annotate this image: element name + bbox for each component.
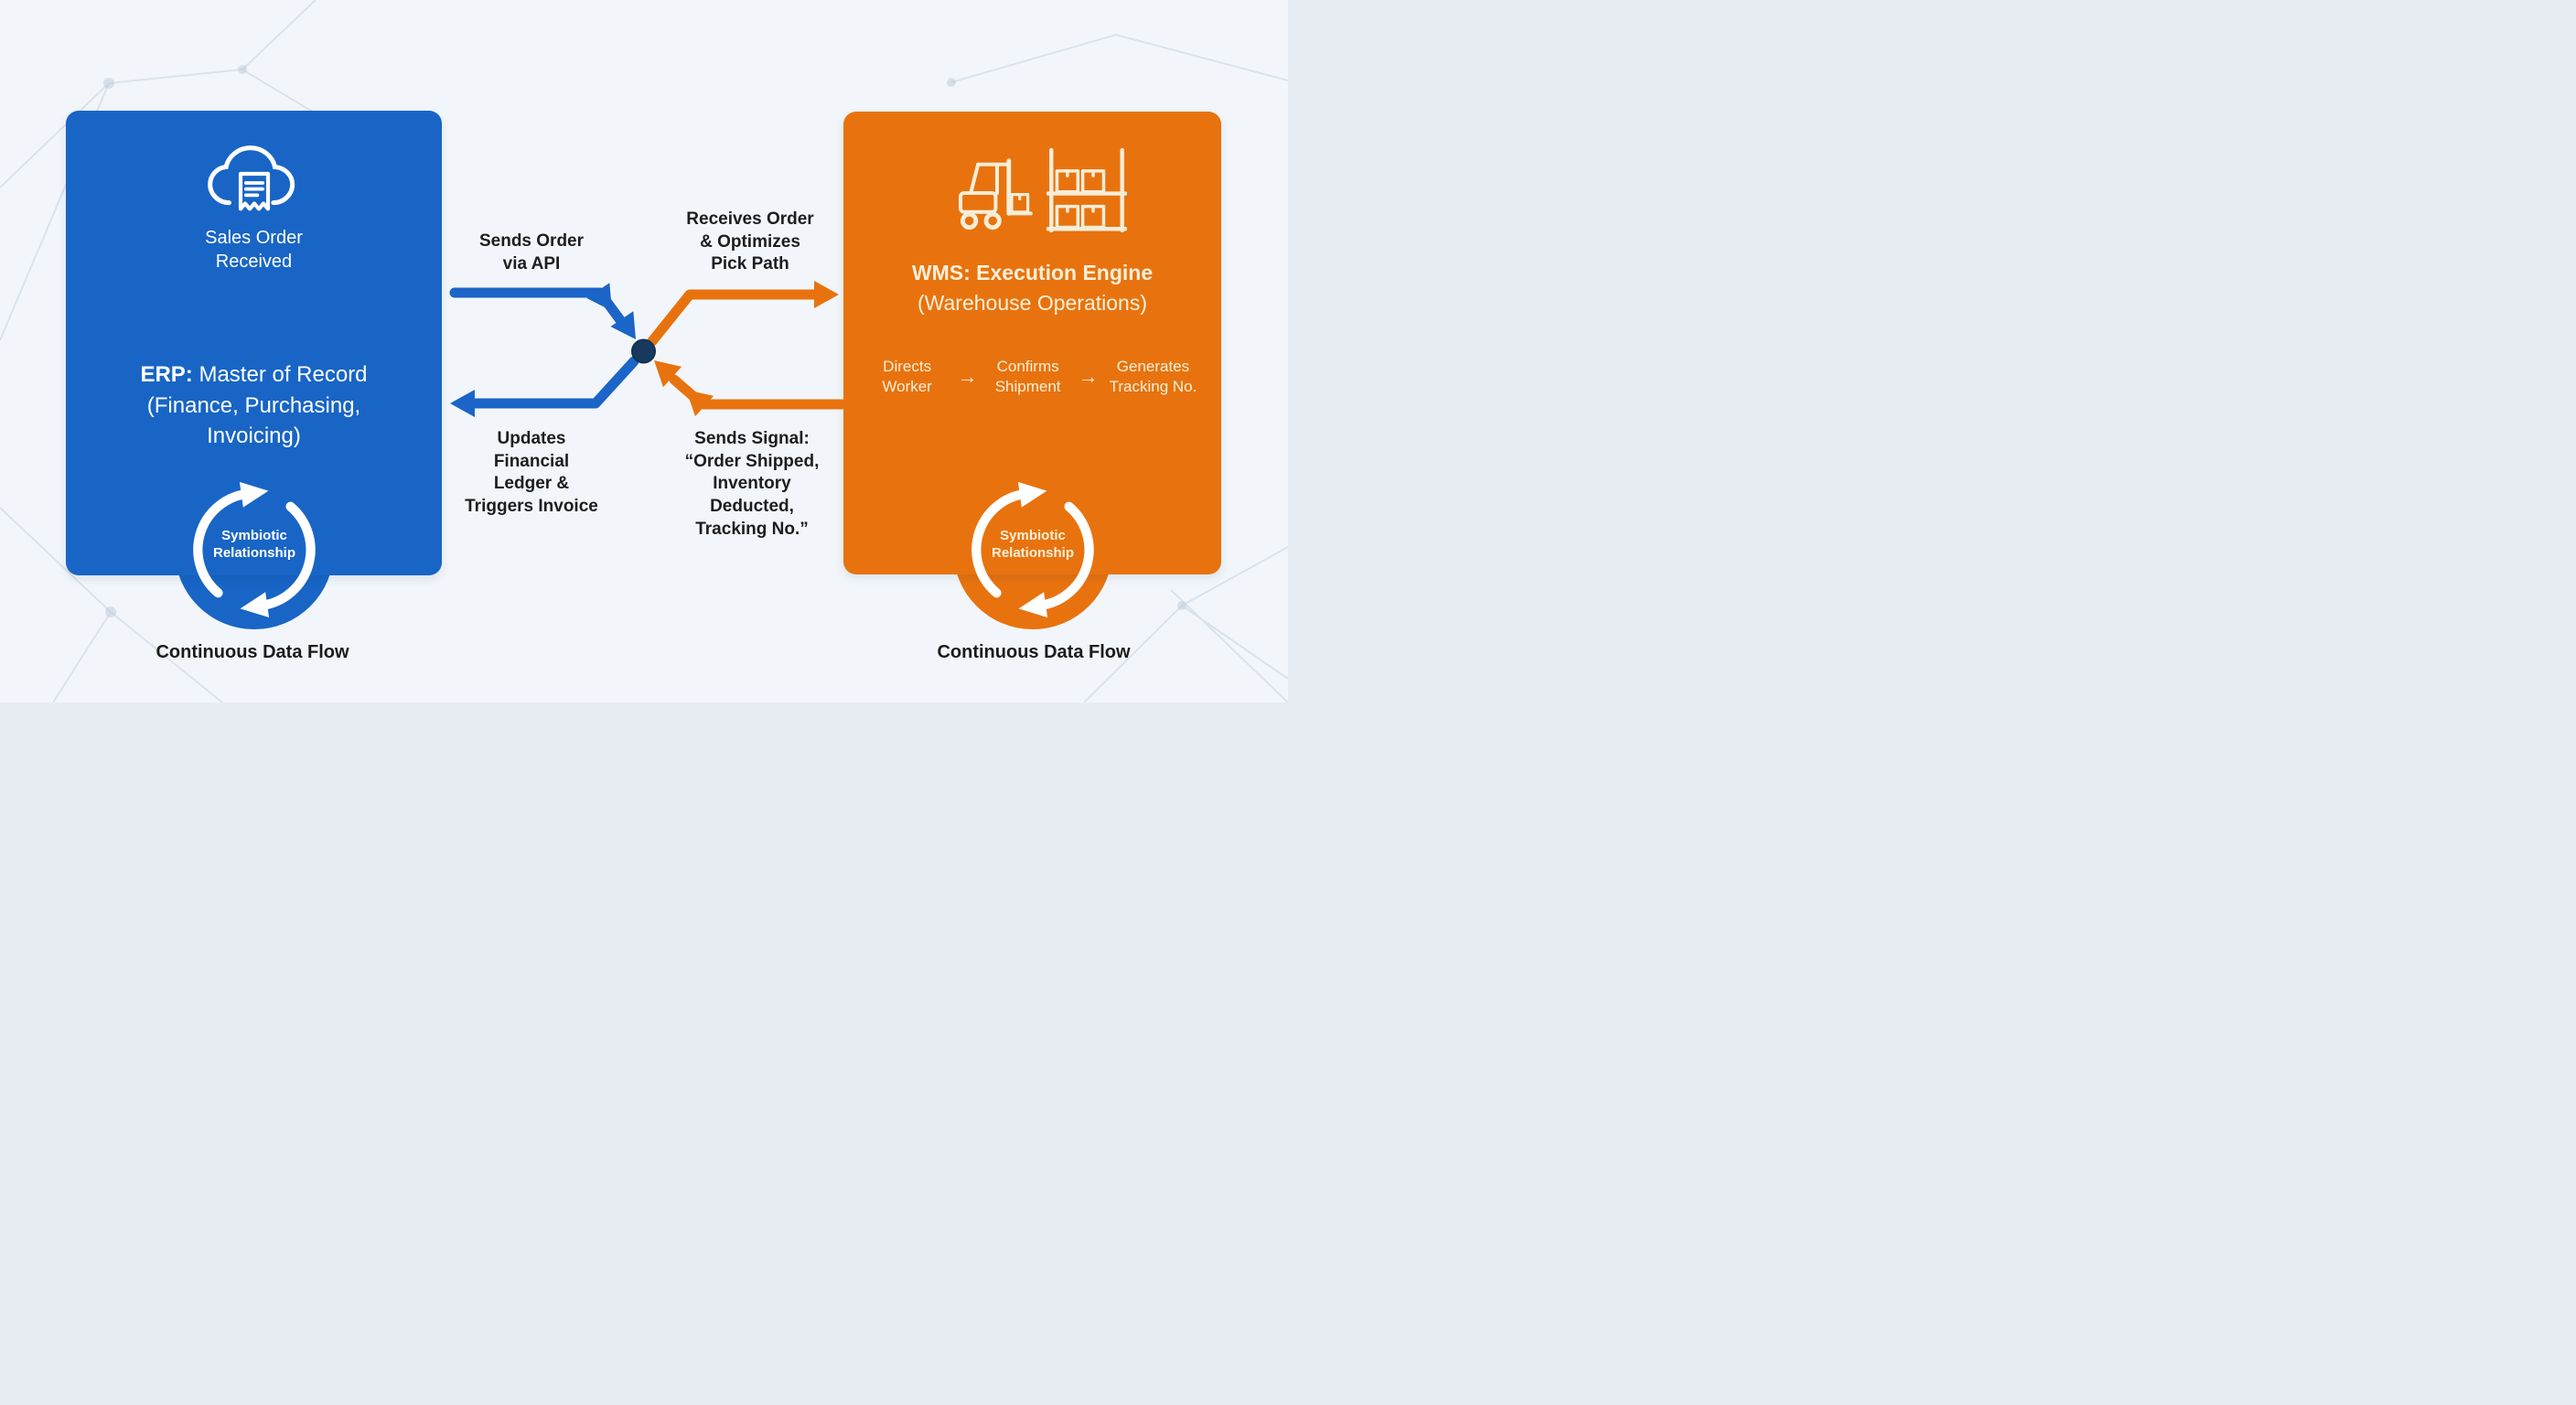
erp-title-prefix: ERP: xyxy=(140,362,193,387)
warehouse-shelf-icon xyxy=(1046,148,1127,232)
erp-event-line2: Received xyxy=(215,252,293,272)
wms-title-prefix: WMS: xyxy=(911,261,971,284)
wms-step-directs-worker: Directs Worker xyxy=(882,358,932,396)
wms-cycle-label: Symbiotic Relationship xyxy=(991,527,1074,562)
integration-node-dot xyxy=(631,338,656,364)
cloud-receipt-icon xyxy=(207,145,295,211)
erp-title-rest: Master of Record xyxy=(192,362,368,387)
wms-icons xyxy=(939,148,1127,232)
erp-event-line1: Sales Order xyxy=(205,228,303,248)
wms-title-rest: Execution Engine xyxy=(970,261,1154,284)
erp-cycle-arrows-icon xyxy=(193,481,316,618)
background-network-pattern xyxy=(0,0,1288,702)
wms-box: WMS: Execution Engine (Warehouse Operati… xyxy=(843,112,1221,574)
erp-title-line2: (Finance, Purchasing, xyxy=(146,392,361,418)
erp-title-line3: Invoicing) xyxy=(207,424,301,449)
wms-title-line1: WMS: Execution Engine xyxy=(843,258,1221,288)
wms-title-line2: (Warehouse Operations) xyxy=(918,290,1147,315)
wms-receive-arrow xyxy=(647,281,839,347)
wms-to-erp-arrow xyxy=(654,360,847,417)
erp-cycle-label: Symbiotic Relationship xyxy=(212,527,295,562)
wms-steps: Directs Worker → Confirms Shipment → Gen… xyxy=(843,357,1221,397)
forklift-icon xyxy=(958,158,1033,230)
wms-title: WMS: Execution Engine (Warehouse Operati… xyxy=(843,258,1221,317)
erp-title-line1: ERP: Master of Record xyxy=(66,359,442,391)
integration-arrows xyxy=(449,281,847,417)
step-arrow-icon: → xyxy=(1078,365,1099,389)
wms-step-generates-tracking: Generates Tracking No. xyxy=(1109,358,1197,396)
erp-update-arrow xyxy=(450,356,639,417)
erp-to-wms-arrow xyxy=(449,283,636,339)
erp-title: ERP: Master of Record (Finance, Purchasi… xyxy=(66,359,442,452)
flow-label-updates-ledger: Updates Financial Ledger & Triggers Invo… xyxy=(465,429,598,517)
step-arrow-icon: → xyxy=(957,365,978,389)
wms-footer-label: Continuous Data Flow xyxy=(937,642,1131,662)
wms-step-confirms-shipment: Confirms Shipment xyxy=(994,358,1061,396)
erp-footer-label: Continuous Data Flow xyxy=(156,642,349,662)
flow-label-receives-order: Receives Order & Optimizes Pick Path xyxy=(686,209,814,274)
erp-wms-integration-diagram: Sales Order Received ERP: Master of Reco… xyxy=(0,0,1288,702)
erp-event-label: Sales Order Received xyxy=(66,226,442,273)
flow-label-sends-order: Sends Order via API xyxy=(478,231,585,273)
flow-label-sends-signal: Sends Signal: “Order Shipped, Inventory … xyxy=(684,429,820,539)
wms-cycle-arrows-icon xyxy=(971,481,1094,618)
